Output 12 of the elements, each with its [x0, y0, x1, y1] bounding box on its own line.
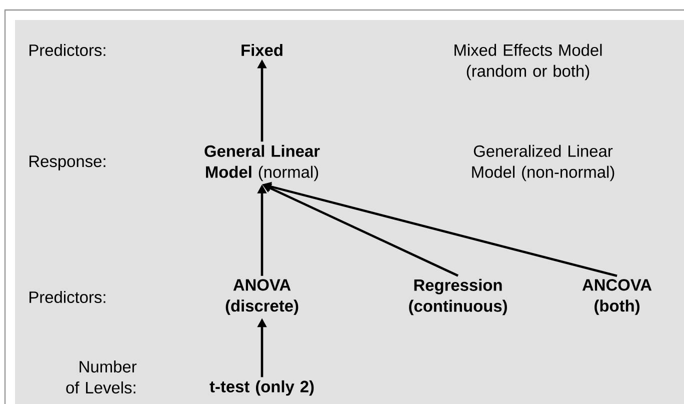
label-text: Response:	[30, 156, 106, 170]
label-text: Predictors:	[30, 290, 106, 304]
node-text: ANCOVA (both)	[582, 279, 652, 315]
label-text: Number of Levels:	[66, 360, 137, 394]
node-text: Regression (continuous)	[409, 278, 507, 316]
node-text: t-test (only 2)	[210, 380, 314, 396]
label-text: Generalized Linear Model (non-normal)	[472, 144, 614, 182]
node-text: General Linear Model (normal)	[204, 144, 320, 182]
node-text: ANOVA (discrete)	[226, 279, 298, 315]
label-text: Predictors:	[30, 44, 106, 56]
label-text: Mixed Effects Model (random or both)	[454, 44, 602, 80]
node-text: Fixed	[242, 44, 282, 56]
